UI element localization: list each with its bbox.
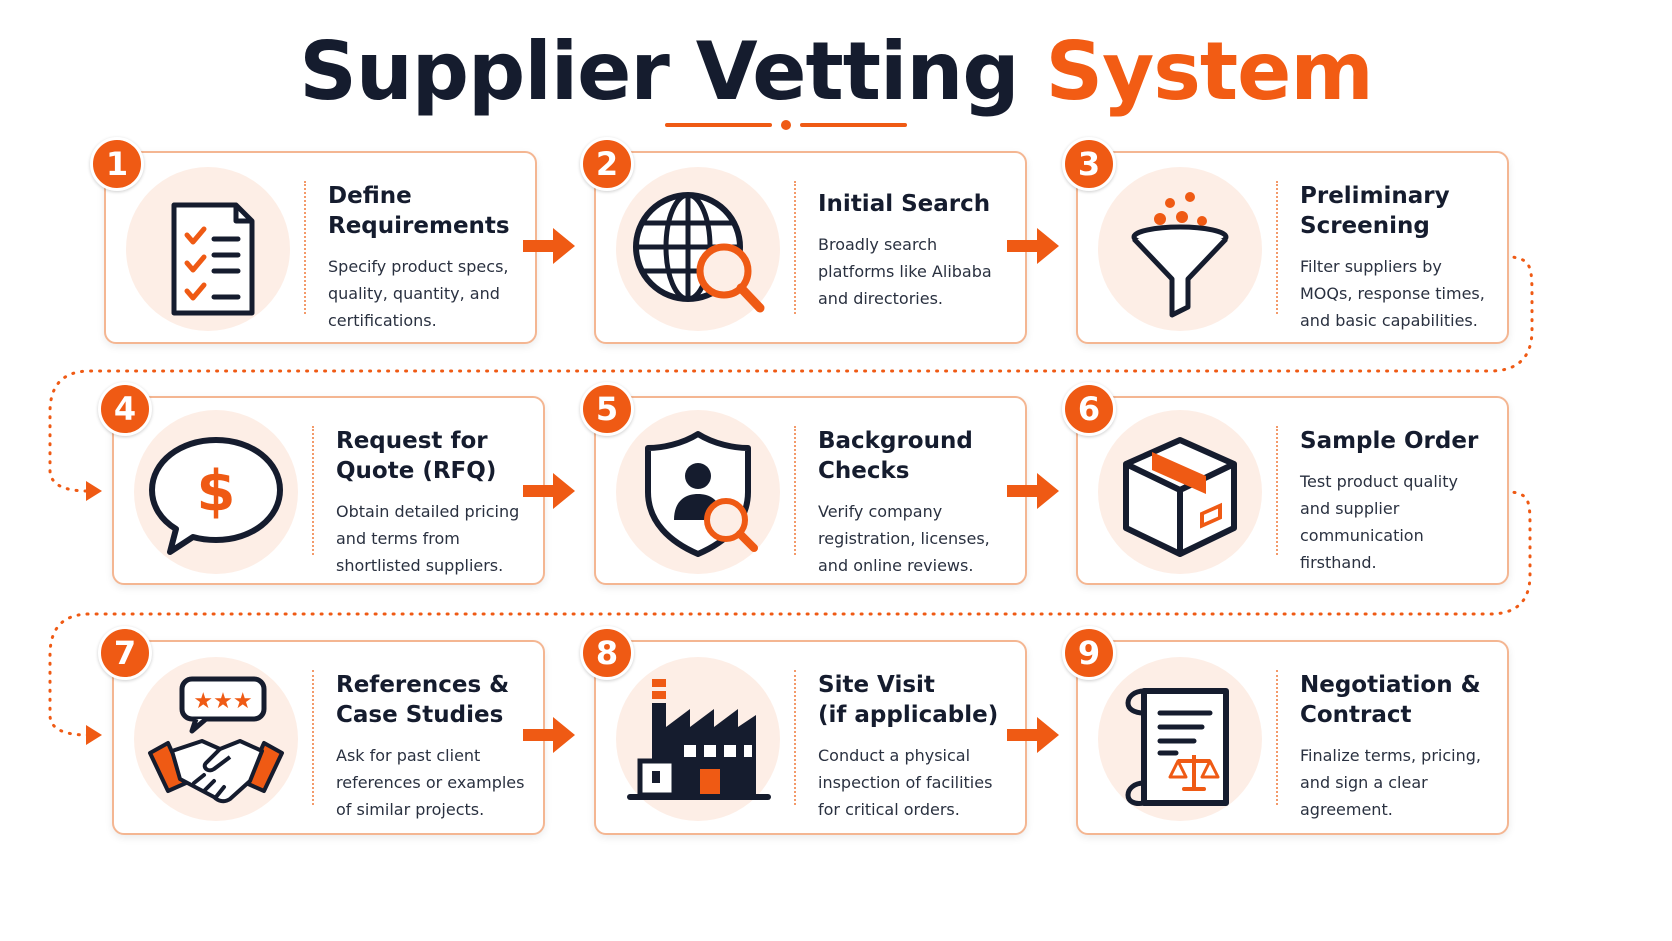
step-number-badge: 1 bbox=[90, 137, 144, 191]
arrow-right-icon bbox=[523, 717, 575, 753]
title-main: Supplier Vetting bbox=[299, 25, 1019, 118]
step-title: Sample Order bbox=[1300, 428, 1479, 454]
step-description: Broadly search platforms like Alibaba an… bbox=[818, 235, 992, 308]
step-description: Finalize terms, pricing, and sign a clea… bbox=[1300, 746, 1481, 819]
step-number-badge: 4 bbox=[98, 382, 152, 436]
step-description: Test product quality and supplier commun… bbox=[1300, 472, 1458, 572]
card-separator bbox=[304, 181, 306, 314]
connector-arrowhead-7 bbox=[86, 725, 102, 745]
card-separator bbox=[1276, 426, 1278, 555]
funnel-icon bbox=[1098, 167, 1262, 331]
svg-text:$: $ bbox=[197, 459, 236, 524]
card-separator bbox=[1276, 670, 1278, 805]
checklist-icon bbox=[126, 167, 290, 331]
step-card-7: 7 ★★★ References &Case Studies Ask for p… bbox=[98, 626, 545, 835]
arrow-right-icon bbox=[1007, 717, 1059, 753]
step-number-badge: 6 bbox=[1062, 382, 1116, 436]
step-card-8: 8 Site Visit(if applicable) Conduct a ph… bbox=[580, 626, 1027, 835]
arrow-right-icon bbox=[523, 228, 575, 264]
arrow-right-icon bbox=[1007, 228, 1059, 264]
step-number-badge: 3 bbox=[1062, 137, 1116, 191]
step-title: References &Case Studies bbox=[336, 672, 510, 728]
connector-row2-row3 bbox=[48, 489, 1532, 737]
connector-arrowhead-4 bbox=[86, 481, 102, 501]
step-card-6: 6 Sample Order Test product quality and … bbox=[1062, 382, 1509, 585]
arrow-right-icon bbox=[523, 473, 575, 509]
card-separator bbox=[794, 426, 796, 555]
title-divider bbox=[665, 120, 907, 130]
step-description: Obtain detailed pricing and terms from s… bbox=[336, 502, 520, 575]
arrow-right-icon bbox=[1007, 473, 1059, 509]
step-description: Filter suppliers by MOQs, response times… bbox=[1300, 257, 1485, 330]
globe-search-icon bbox=[616, 167, 780, 331]
step-number-badge: 9 bbox=[1062, 626, 1116, 680]
package-box-icon bbox=[1098, 410, 1262, 574]
step-card-2: 2 Initial Search Broadly search platform… bbox=[580, 137, 1027, 344]
shield-person-search-icon bbox=[616, 410, 780, 574]
card-separator bbox=[312, 426, 314, 555]
contract-scales-icon bbox=[1098, 657, 1262, 821]
step-title: Initial Search bbox=[818, 191, 991, 217]
step-title: Negotiation &Contract bbox=[1300, 672, 1481, 728]
factory-icon bbox=[616, 657, 780, 821]
svg-text:★★★: ★★★ bbox=[193, 689, 252, 714]
dollar-speech-bubble-icon: $ bbox=[134, 410, 298, 574]
card-separator bbox=[312, 670, 314, 805]
step-description: Specify product specs, quality, quantity… bbox=[328, 257, 509, 330]
step-number-badge: 5 bbox=[580, 382, 634, 436]
step-description: Verify company registration, licenses, a… bbox=[818, 502, 990, 575]
step-number-badge: 2 bbox=[580, 137, 634, 191]
step-description: Conduct a physical inspection of facilit… bbox=[818, 746, 993, 819]
card-separator bbox=[794, 181, 796, 314]
card-separator bbox=[794, 670, 796, 805]
handshake-stars-icon: ★★★ bbox=[134, 657, 298, 821]
step-number-badge: 8 bbox=[580, 626, 634, 680]
card-separator bbox=[1276, 181, 1278, 314]
step-number-badge: 7 bbox=[98, 626, 152, 680]
step-title: Site Visit(if applicable) bbox=[818, 672, 999, 728]
title-accent: System bbox=[1045, 25, 1374, 118]
page-title: Supplier Vetting System bbox=[0, 22, 1672, 122]
step-description: Ask for past client references or exampl… bbox=[336, 746, 525, 819]
step-card-9: 9 Negotiation &Contract Finalize terms, … bbox=[1062, 626, 1509, 835]
